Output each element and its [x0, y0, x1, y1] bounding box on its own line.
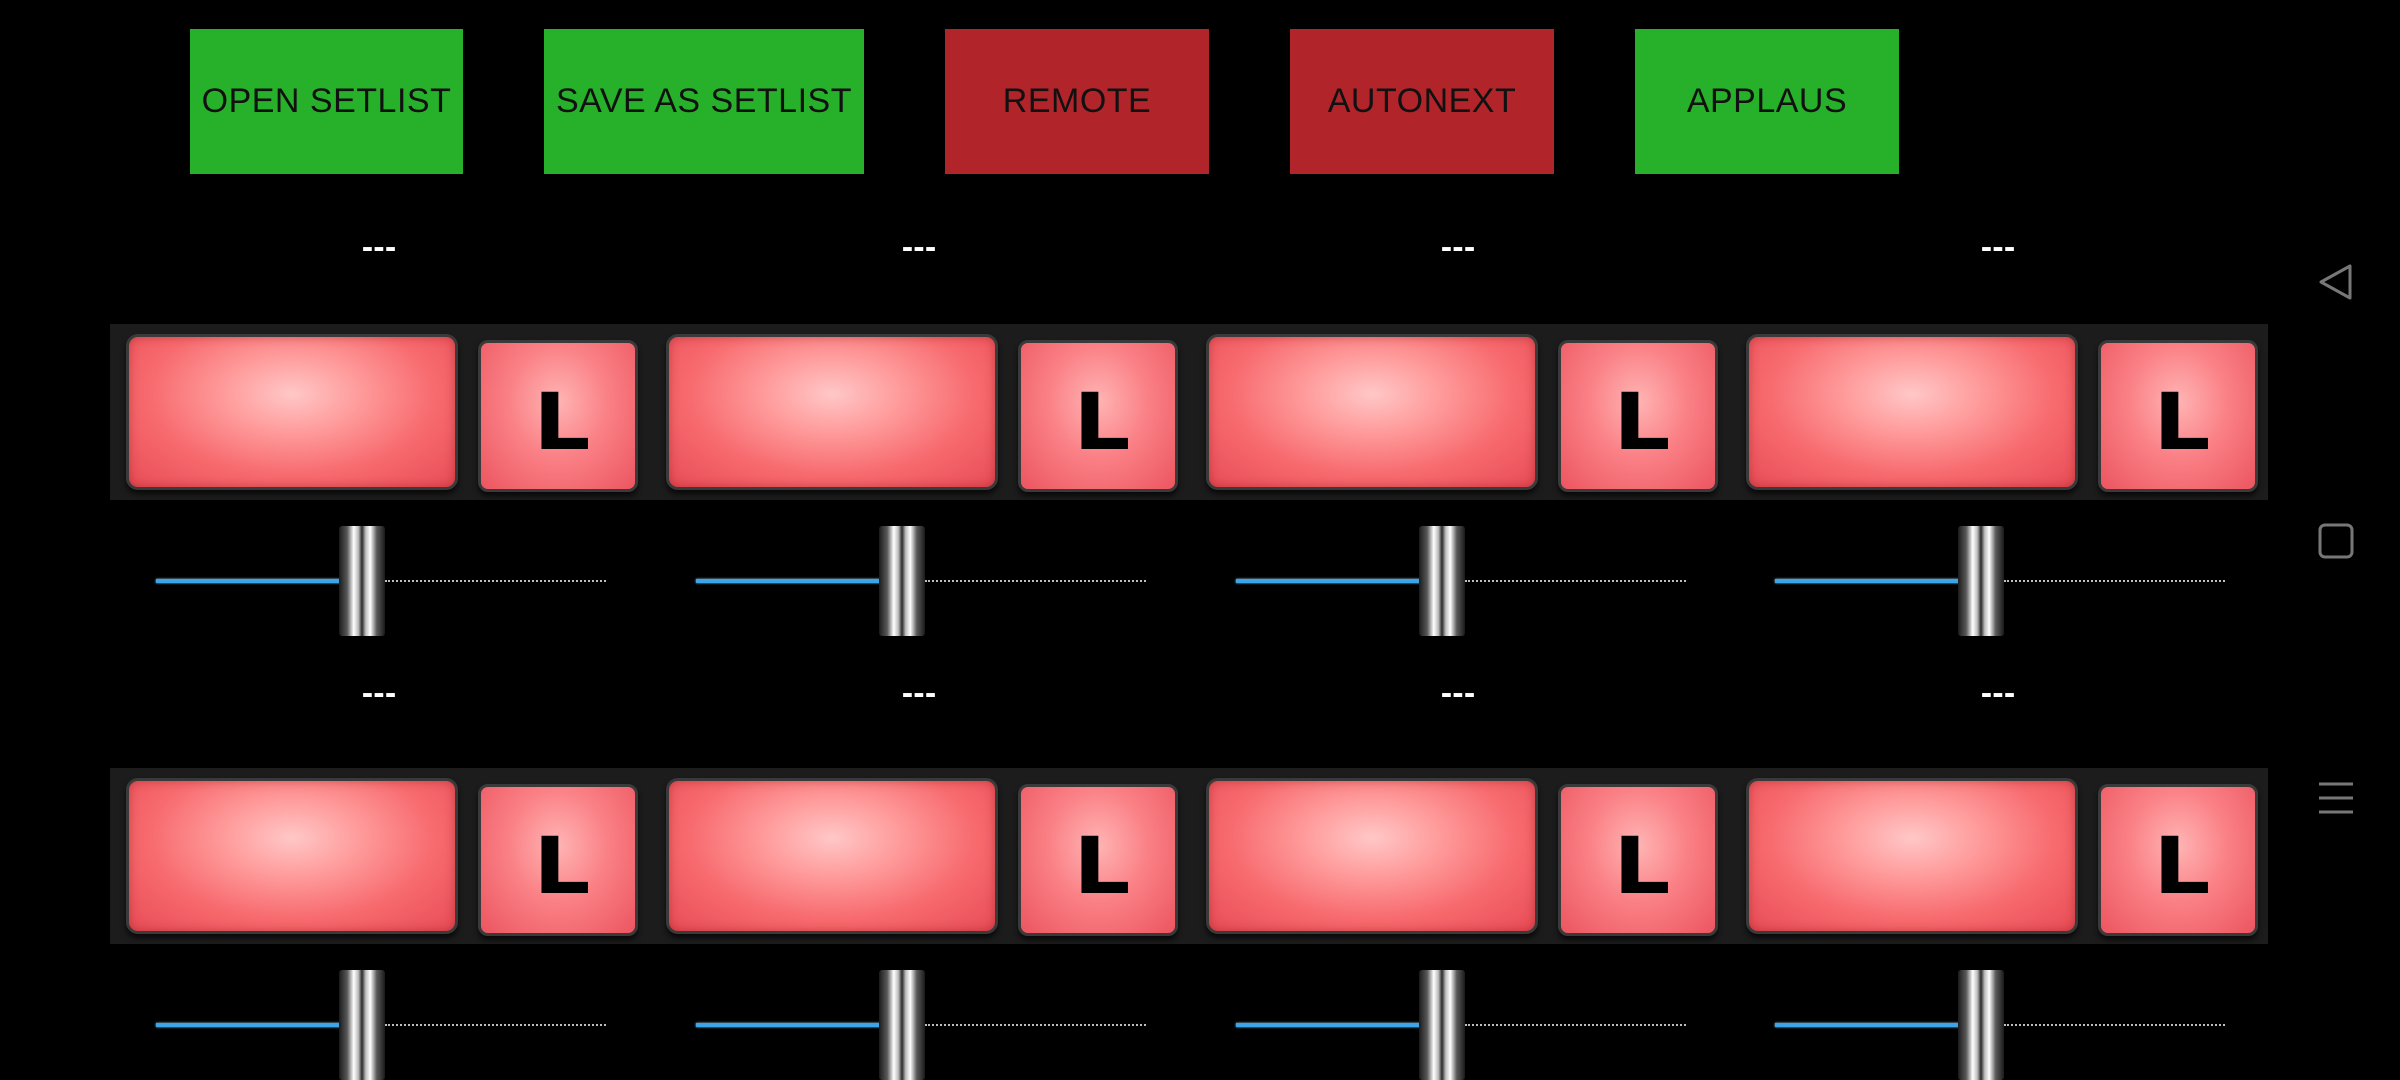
loop-button[interactable]: L	[1558, 340, 1718, 492]
loop-label: L	[1613, 822, 1671, 912]
autonext-button[interactable]: AUTONEXT	[1290, 29, 1554, 174]
volume-slider[interactable]	[1775, 526, 2225, 636]
sample-pad[interactable]	[126, 334, 458, 490]
track-label: ---	[361, 677, 397, 710]
sample-pad[interactable]	[1206, 334, 1538, 490]
save-as-setlist-button[interactable]: SAVE AS SETLIST	[544, 29, 864, 174]
loop-label: L	[533, 822, 591, 912]
loop-label: L	[1073, 822, 1131, 912]
slider-track	[1465, 1024, 1686, 1026]
volume-slider[interactable]	[156, 970, 606, 1080]
loop-button[interactable]: L	[1558, 784, 1718, 936]
slider-track	[925, 1024, 1146, 1026]
slider-thumb[interactable]	[1958, 970, 2004, 1080]
loop-label: L	[533, 378, 591, 468]
slider-fill	[156, 579, 359, 583]
sample-pad[interactable]	[1746, 334, 2078, 490]
slider-fill	[1236, 1023, 1439, 1027]
loop-label: L	[2153, 822, 2211, 912]
track-label: ---	[1980, 677, 2016, 710]
track-label: ---	[361, 231, 397, 264]
track-label: ---	[901, 677, 937, 710]
back-icon[interactable]	[2316, 262, 2356, 302]
slider-track	[2004, 580, 2225, 582]
loop-button[interactable]: L	[2098, 340, 2258, 492]
sample-pad[interactable]	[126, 778, 458, 934]
remote-button[interactable]: REMOTE	[945, 29, 1209, 174]
sample-pad[interactable]	[1746, 778, 2078, 934]
slider-track	[385, 1024, 606, 1026]
volume-slider[interactable]	[1236, 526, 1686, 636]
loop-label: L	[1613, 378, 1671, 468]
volume-slider[interactable]	[156, 526, 606, 636]
pad-strip-row-2: L L L L	[110, 768, 2268, 944]
slider-track	[1465, 580, 1686, 582]
loop-button[interactable]: L	[1018, 784, 1178, 936]
slider-fill	[1775, 579, 1978, 583]
loop-label: L	[1073, 378, 1131, 468]
slider-thumb[interactable]	[339, 526, 385, 636]
loop-button[interactable]: L	[1018, 340, 1178, 492]
slider-fill	[156, 1023, 359, 1027]
track-label: ---	[1980, 231, 2016, 264]
slider-thumb[interactable]	[879, 970, 925, 1080]
slider-fill	[1775, 1023, 1978, 1027]
slider-track	[2004, 1024, 2225, 1026]
volume-slider[interactable]	[696, 526, 1146, 636]
track-label: ---	[1440, 231, 1476, 264]
volume-slider[interactable]	[1775, 970, 2225, 1080]
slider-thumb[interactable]	[1958, 526, 2004, 636]
slider-fill	[696, 1023, 899, 1027]
slider-thumb[interactable]	[1419, 970, 1465, 1080]
loop-button[interactable]: L	[478, 784, 638, 936]
pad-strip-row-1: L L L L	[110, 324, 2268, 500]
volume-slider[interactable]	[696, 970, 1146, 1080]
loop-button[interactable]: L	[478, 340, 638, 492]
slider-track	[385, 580, 606, 582]
slider-track	[925, 580, 1146, 582]
track-label: ---	[1440, 677, 1476, 710]
slider-thumb[interactable]	[1419, 526, 1465, 636]
sample-pad[interactable]	[666, 778, 998, 934]
loop-button[interactable]: L	[2098, 784, 2258, 936]
slider-fill	[696, 579, 899, 583]
slider-thumb[interactable]	[339, 970, 385, 1080]
home-icon[interactable]	[2316, 521, 2356, 561]
slider-thumb[interactable]	[879, 526, 925, 636]
slider-fill	[1236, 579, 1439, 583]
sample-pad[interactable]	[1206, 778, 1538, 934]
sample-pad[interactable]	[666, 334, 998, 490]
open-setlist-button[interactable]: OPEN SETLIST	[190, 29, 463, 174]
menu-icon[interactable]	[2316, 778, 2356, 818]
applaus-button[interactable]: APPLAUS	[1635, 29, 1899, 174]
volume-slider[interactable]	[1236, 970, 1686, 1080]
loop-label: L	[2153, 378, 2211, 468]
track-label: ---	[901, 231, 937, 264]
